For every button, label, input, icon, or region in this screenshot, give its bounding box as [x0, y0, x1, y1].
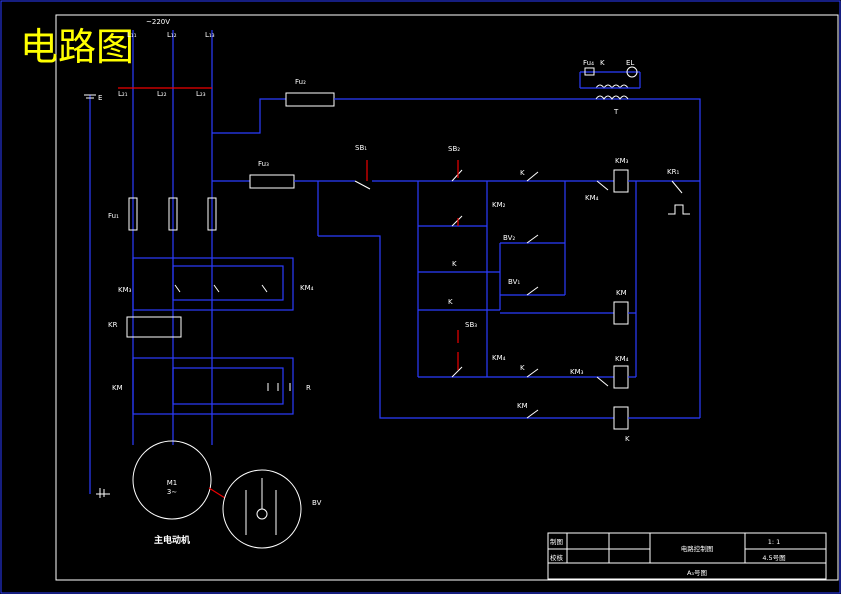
label-L23: L₂₃: [196, 90, 206, 98]
label-sb2: SB₂: [448, 145, 460, 153]
tb-scale: 1: 1: [768, 538, 781, 546]
label-k-coil: K: [625, 435, 630, 443]
motor-label: M1: [167, 479, 178, 487]
label-L13: L₁₃: [205, 31, 215, 39]
motor-m1: [132, 440, 212, 520]
label-L11: L₁₁: [127, 31, 137, 39]
label-fu1: Fu₁: [108, 212, 119, 220]
label-bv: BV: [312, 499, 322, 507]
tb-name: 电路控制图: [681, 544, 714, 553]
title-block: [547, 532, 827, 580]
sensor-bv: [222, 469, 302, 549]
label-fu3: Fu₃: [258, 160, 269, 168]
label-km3: KM₃: [118, 286, 132, 294]
control-circuit: [212, 160, 700, 430]
label-km-bottom: KM: [517, 402, 528, 410]
label-L21: L₂₁: [118, 90, 128, 98]
diagram-title: 电路图: [20, 25, 134, 69]
sensor-bv-internals: [245, 478, 277, 535]
contactor-km3-km4: [132, 257, 294, 311]
label-km4-coil: KM₄: [615, 355, 629, 363]
fu2-transformer-branch: [212, 66, 701, 418]
label-bv2: BV₂: [503, 234, 515, 242]
label-earth: E: [98, 94, 102, 102]
label-sb1: SB₁: [355, 144, 367, 152]
label-km2: KM₂: [492, 201, 506, 209]
label-L12: L₁₂: [167, 31, 177, 39]
label-fu4: Fu₄: [583, 59, 594, 67]
tb-sheet: 4.5号图: [762, 554, 785, 562]
label-L22: L₂₂: [157, 90, 167, 98]
label-fu2: Fu₂: [295, 78, 306, 86]
tb-checked: 校核: [550, 553, 564, 562]
supply-voltage-label: ~220V: [146, 18, 170, 26]
motor-sub-label: 3∼: [167, 488, 177, 496]
label-kr1: KR₁: [667, 168, 679, 176]
contactor-km-resistor: [132, 357, 294, 415]
fuse-fu1: [128, 197, 217, 231]
label-k-top: K: [520, 169, 525, 177]
label-bv1: BV₁: [508, 278, 520, 286]
label-k-mid1: K: [452, 260, 457, 268]
label-k-mid2: K: [448, 298, 453, 306]
label-k-lamp: K: [600, 59, 605, 67]
motor-caption: 主电动机: [154, 534, 190, 546]
tb-drawn: 制图: [550, 537, 563, 546]
label-km3-coil: KM₃: [615, 157, 629, 165]
label-km4-main: KM₄: [300, 284, 314, 292]
tb-paper: A₃号图: [687, 569, 707, 577]
label-kr: KR: [108, 321, 118, 329]
label-km3-ctrl: KM₃: [570, 368, 584, 376]
supply-lines: [84, 30, 213, 498]
label-km4-ctrl: KM₄: [492, 354, 506, 362]
label-sb3: SB₃: [465, 321, 477, 329]
label-km4-top: KM₄: [585, 194, 599, 202]
thermal-relay-kr: [126, 316, 182, 338]
drawing-frame: [55, 14, 839, 581]
label-km-main: KM: [112, 384, 123, 392]
label-r: R: [306, 384, 311, 392]
label-k-low: K: [520, 364, 525, 372]
label-el: EL: [626, 59, 634, 67]
label-t: T: [613, 108, 619, 116]
label-km-coil: KM: [616, 289, 627, 297]
